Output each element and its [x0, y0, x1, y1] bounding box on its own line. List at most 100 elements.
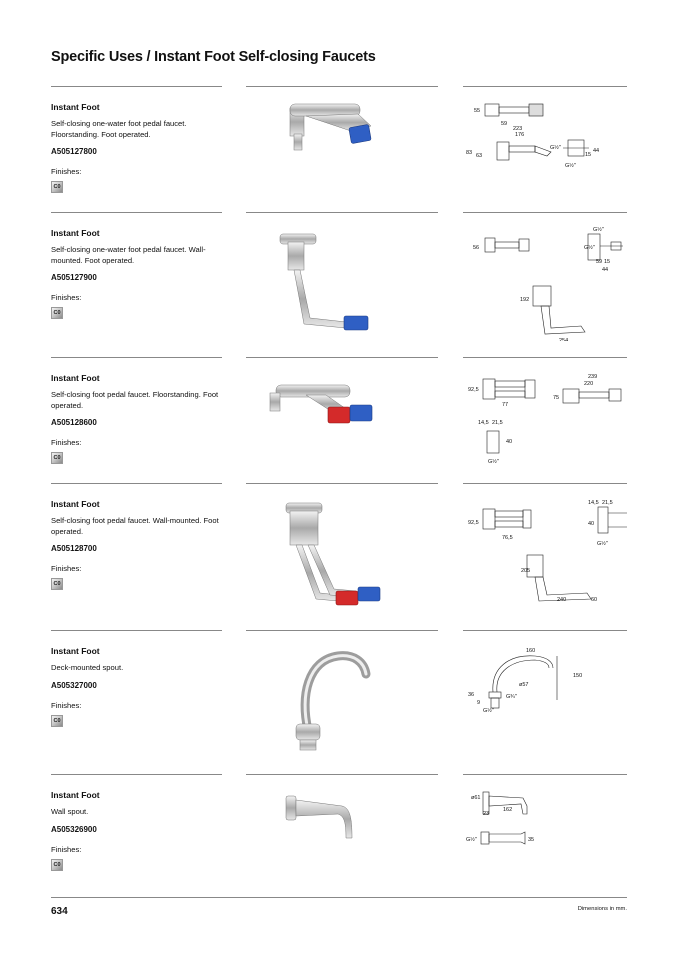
svg-text:G½": G½"	[466, 836, 477, 843]
svg-text:63: 63	[476, 153, 482, 159]
svg-text:92,5: 92,5	[468, 520, 479, 526]
product-row-6: Instant Foot Wall spout. A505326900 Fini…	[51, 774, 627, 896]
svg-text:G½": G½"	[550, 144, 561, 151]
svg-text:59: 59	[596, 259, 602, 265]
svg-text:55: 55	[474, 108, 480, 114]
finishes-label: Finishes:	[51, 844, 82, 854]
product-name: Instant Foot	[51, 102, 100, 112]
svg-text:36: 36	[468, 692, 474, 698]
product-code: A505326900	[51, 824, 97, 834]
finish-swatch-chrome: C0	[51, 181, 63, 193]
product-photo	[246, 96, 438, 171]
svg-text:92,5: 92,5	[468, 387, 479, 393]
product-photo	[246, 788, 438, 858]
dimension-drawing: 14,5 21,5 92,5 40 76,5 G½" 205 240 60	[463, 497, 627, 612]
svg-text:G½": G½"	[597, 540, 608, 547]
dimension-drawing: G½" 56 G½" 59 15 44 192 254	[463, 226, 627, 341]
product-info: Instant Foot Self-closing foot pedal fau…	[51, 373, 226, 464]
svg-text:G½": G½"	[584, 244, 595, 251]
product-photo	[246, 369, 438, 439]
product-description: Deck-mounted spout.	[51, 663, 124, 672]
finish-swatch-chrome: C0	[51, 452, 63, 464]
svg-text:220: 220	[584, 381, 593, 387]
svg-text:239: 239	[588, 374, 597, 380]
product-description: Wall spout.	[51, 807, 89, 816]
svg-text:40: 40	[506, 439, 512, 445]
product-description: Self-closing one-water foot pedal faucet…	[51, 119, 187, 139]
svg-text:35: 35	[528, 837, 534, 843]
product-name: Instant Foot	[51, 373, 100, 383]
svg-text:60: 60	[591, 597, 597, 603]
product-name: Instant Foot	[51, 790, 100, 800]
product-photo	[246, 646, 438, 756]
product-photo	[246, 497, 438, 612]
finishes-label: Finishes:	[51, 167, 82, 176]
svg-text:14,5: 14,5	[588, 500, 599, 506]
product-row-4: Instant Foot Self-closing foot pedal fau…	[51, 483, 627, 629]
product-info: Instant Foot Wall spout. A505326900 Fini…	[51, 790, 226, 871]
svg-text:56: 56	[473, 245, 479, 251]
svg-text:G½": G½"	[593, 226, 604, 233]
product-name: Instant Foot	[51, 499, 100, 509]
product-info: Instant Foot Self-closing foot pedal fau…	[51, 499, 226, 590]
product-info: Instant Foot Self-closing one-water foot…	[51, 228, 226, 319]
footer-divider	[51, 897, 627, 898]
dimension-drawing: ø61 162 23 G½" 35	[463, 788, 627, 878]
svg-text:9: 9	[477, 700, 480, 706]
product-row-1: Instant Foot Self-closing one-water foot…	[51, 86, 627, 211]
svg-text:15: 15	[604, 259, 610, 265]
svg-text:40: 40	[588, 521, 594, 527]
svg-text:176: 176	[515, 132, 524, 138]
product-code: A505128600	[51, 418, 97, 427]
svg-text:21,5: 21,5	[602, 500, 613, 506]
svg-text:59: 59	[501, 121, 507, 127]
product-description: Self-closing foot pedal faucet. Floorsta…	[51, 390, 219, 410]
finishes-label: Finishes:	[51, 700, 82, 710]
svg-text:44: 44	[593, 148, 599, 154]
svg-text:ø57: ø57	[519, 682, 528, 688]
finishes-label: Finishes:	[51, 293, 82, 302]
svg-text:76,5: 76,5	[502, 535, 513, 541]
product-description: Self-closing one-water foot pedal faucet…	[51, 245, 206, 265]
svg-text:77: 77	[502, 402, 508, 408]
finish-swatch-chrome: C0	[51, 307, 63, 319]
finish-swatch-chrome: C0	[51, 858, 63, 871]
svg-text:23: 23	[483, 811, 489, 817]
dimension-drawing: 239 220 92,5 75 77 14,5 21,5 40 G½"	[463, 371, 627, 471]
product-code: A505327000	[51, 680, 97, 690]
svg-text:G½": G½"	[488, 458, 499, 465]
product-row-2: Instant Foot Self-closing one-water foot…	[51, 212, 627, 356]
svg-text:254: 254	[559, 338, 568, 341]
svg-text:162: 162	[503, 807, 512, 813]
product-row-3: Instant Foot Self-closing foot pedal fau…	[51, 357, 627, 482]
product-name: Instant Foot	[51, 646, 100, 656]
product-name: Instant Foot	[51, 228, 100, 238]
footer-note: Dimensions in mm.	[577, 906, 627, 912]
svg-text:160: 160	[526, 648, 535, 654]
svg-text:G½": G½"	[483, 707, 494, 714]
svg-text:192: 192	[520, 297, 529, 303]
svg-text:75: 75	[553, 395, 559, 401]
svg-text:21,5: 21,5	[492, 420, 503, 426]
finishes-label: Finishes:	[51, 438, 82, 447]
svg-text:83: 83	[466, 150, 472, 156]
page-number: 634	[51, 906, 68, 917]
product-info: Instant Foot Self-closing one-water foot…	[51, 102, 226, 193]
page-title: Specific Uses / Instant Foot Self-closin…	[51, 49, 376, 65]
finishes-label: Finishes:	[51, 564, 82, 573]
product-description: Self-closing foot pedal faucet. Wall-mou…	[51, 516, 219, 536]
product-photo	[246, 226, 438, 341]
product-code: A505127900	[51, 273, 97, 282]
svg-text:205: 205	[521, 568, 530, 574]
svg-text:150: 150	[573, 673, 582, 679]
svg-text:ø61: ø61	[471, 795, 480, 801]
product-row-5: Instant Foot Deck-mounted spout. A505327…	[51, 630, 627, 773]
svg-text:G½": G½"	[565, 162, 576, 169]
svg-text:44: 44	[602, 267, 608, 273]
svg-text:15: 15	[585, 152, 591, 158]
svg-text:240: 240	[557, 597, 566, 603]
svg-text:14,5: 14,5	[478, 420, 489, 426]
product-info: Instant Foot Deck-mounted spout. A505327…	[51, 646, 226, 727]
finish-swatch-chrome: C0	[51, 714, 63, 727]
svg-text:G¾": G¾"	[506, 694, 517, 700]
